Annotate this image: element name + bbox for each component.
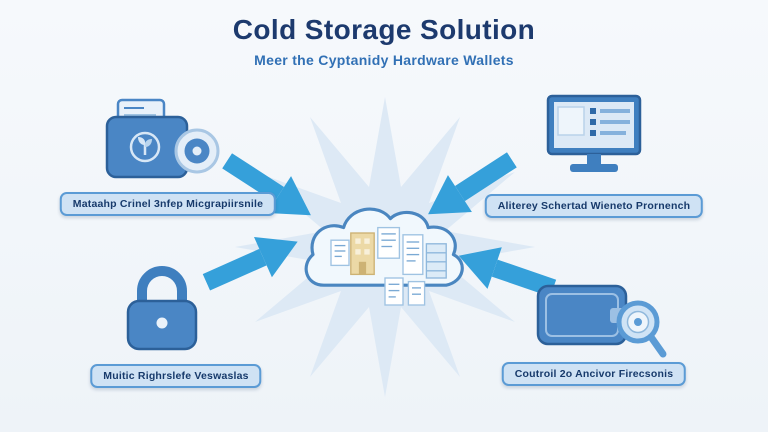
document-icon (402, 234, 424, 276)
monitor-base (570, 164, 618, 172)
padlock-shackle (137, 266, 187, 310)
label-top-right: Aliterey Schertad Wieneto Prornench (484, 194, 704, 218)
screen-list (590, 108, 630, 136)
monitor-list-icon (546, 94, 642, 172)
padlock-icon (126, 266, 198, 351)
monitor-stand (587, 154, 601, 164)
label-bottom-right: Coutroil 2o Ancivor Firecsonis (501, 362, 687, 386)
sprout-emblem-icon (129, 131, 161, 163)
document-icon (330, 239, 350, 267)
page-title: Cold Storage Solution (232, 14, 536, 45)
arrow-top-left (222, 153, 311, 216)
document-icon (377, 226, 401, 259)
keyhole (156, 317, 168, 329)
page-subtitle: Meer the Cyptanidy Hardware Wallets (254, 52, 514, 68)
cloud-documents-icon (304, 207, 464, 306)
label-bottom-left: Muitic Righrslefe Veswaslas (90, 364, 262, 388)
wallet-magnifier-icon (536, 284, 667, 358)
wallet-card-icon (105, 98, 220, 179)
coin-gear-icon (174, 128, 220, 174)
arrow-mid-left (202, 237, 298, 291)
label-top-left: Mataahp Crinel 3nfep Micgrapiirsnile (59, 192, 277, 216)
document-icon (384, 277, 404, 306)
building-icon (350, 232, 375, 276)
magnifier-icon (616, 300, 667, 358)
arrow-top-right (428, 152, 517, 215)
server-stack-icon (425, 243, 447, 279)
document-icon (407, 280, 426, 306)
screen-panel (557, 106, 585, 136)
arrow-mid-right (458, 247, 557, 297)
